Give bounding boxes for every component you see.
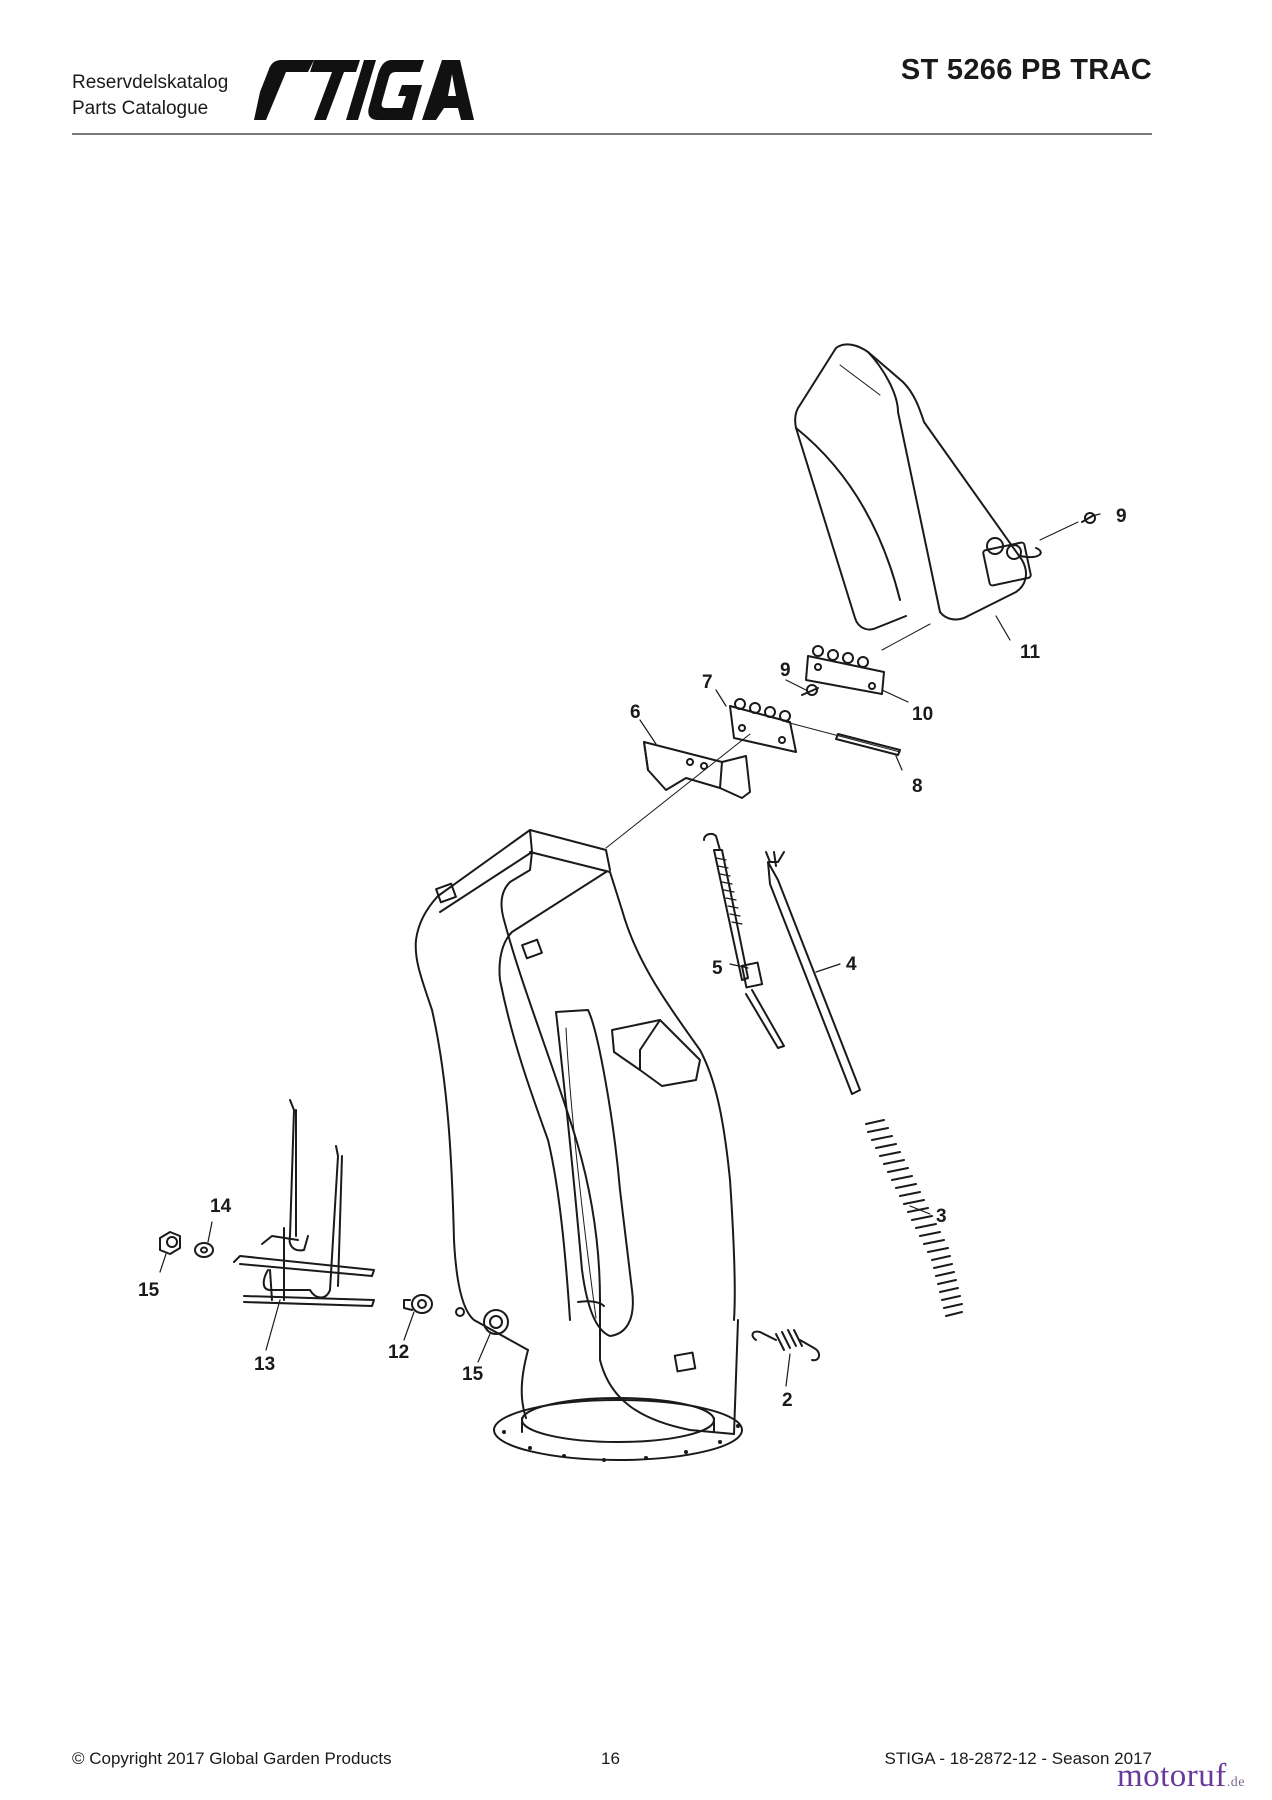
callout-11: 11 [1020,642,1041,663]
callout-15-right: 15 [462,1364,484,1385]
stiga-logo [254,60,474,120]
header-divider [72,133,1152,135]
screw-part-9-upper [1081,512,1096,524]
callout-9-upper: 9 [1116,506,1127,527]
bracket-part-6 [643,741,751,799]
motoruf-watermark: motoruf.de [1117,1758,1245,1795]
callout-4: 4 [846,954,857,975]
wire-handle-part-13 [233,1099,375,1307]
catalog-label-swedish: Reservdelskatalog [72,72,229,93]
model-name: ST 5266 PB TRAC [900,54,1152,86]
deflector-hood-part-11 [794,343,1042,631]
catalog-title: Reservdelskatalog Parts Catalogue [72,70,228,122]
callout-13: 13 [254,1354,275,1375]
tension-spring-part-2 [751,1329,820,1362]
callout-12: 12 [388,1342,409,1363]
catalog-label-english: Parts Catalogue [72,98,209,119]
callout-7: 7 [702,672,713,693]
cable-part-5 [703,832,785,1049]
callout-10: 10 [912,704,933,725]
callout-15-left: 15 [138,1280,160,1301]
callout-leaders [159,513,1101,1387]
bushing-part-12 [403,1294,433,1314]
nut-part-15-right [483,1309,509,1335]
callout-2: 2 [782,1390,793,1411]
hinge-part-7 [729,698,797,753]
alignment-lines [605,521,1079,849]
hinge-plate-part-10 [805,645,885,695]
document-reference: STIGA - 18-2872-12 - Season 2017 [884,1749,1152,1768]
screw-part-9-lower [801,684,819,696]
spring-part-3 [865,1119,963,1317]
page-number: 16 [601,1749,620,1768]
control-rod-part-4 [765,851,861,1095]
copyright-text: © Copyright 2017 Global Garden Products [72,1749,392,1768]
washer-part-14 [194,1242,214,1258]
callout-5: 5 [712,958,723,979]
chute-body [414,829,743,1462]
callout-6: 6 [630,702,641,723]
callout-3: 3 [936,1206,947,1227]
watermark-tld: .de [1226,1775,1245,1790]
callout-14: 14 [210,1196,232,1217]
callout-9-lower: 9 [780,660,791,681]
hinge-pin-part-8 [835,733,901,756]
callout-8: 8 [912,776,923,797]
watermark-name: motoruf [1116,1758,1227,1794]
nut-part-15-left [159,1231,181,1255]
